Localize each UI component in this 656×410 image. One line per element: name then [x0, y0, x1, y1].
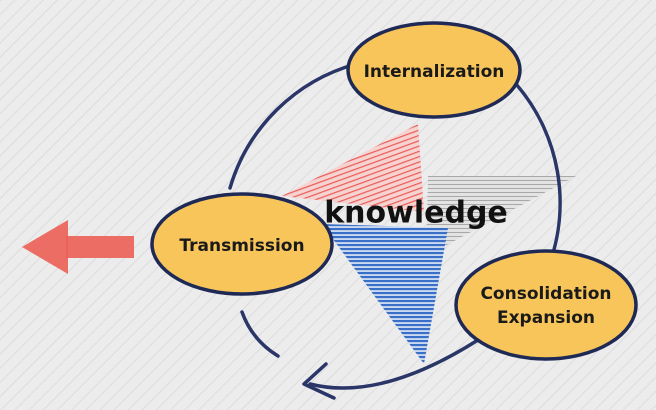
- cycle-ring: [228, 62, 562, 390]
- node-transmission-label: Transmission: [179, 236, 304, 256]
- gray-wedge: [426, 176, 576, 256]
- node-internalization-label: Internalization: [364, 62, 505, 82]
- left-arrow-icon: [22, 220, 134, 274]
- node-consolidation-expansion: Consolidation Expansion: [454, 249, 638, 361]
- center-knowledge-label: knowledge: [324, 196, 508, 231]
- curved-arrow-icon: [302, 362, 336, 400]
- blue-wedge: [322, 224, 448, 364]
- red-wedge: [282, 124, 424, 212]
- node-expansion-label: Expansion: [497, 308, 595, 328]
- node-transmission: Transmission: [150, 192, 334, 296]
- node-consolidation-label: Consolidation: [480, 284, 611, 304]
- node-internalization: Internalization: [346, 21, 522, 119]
